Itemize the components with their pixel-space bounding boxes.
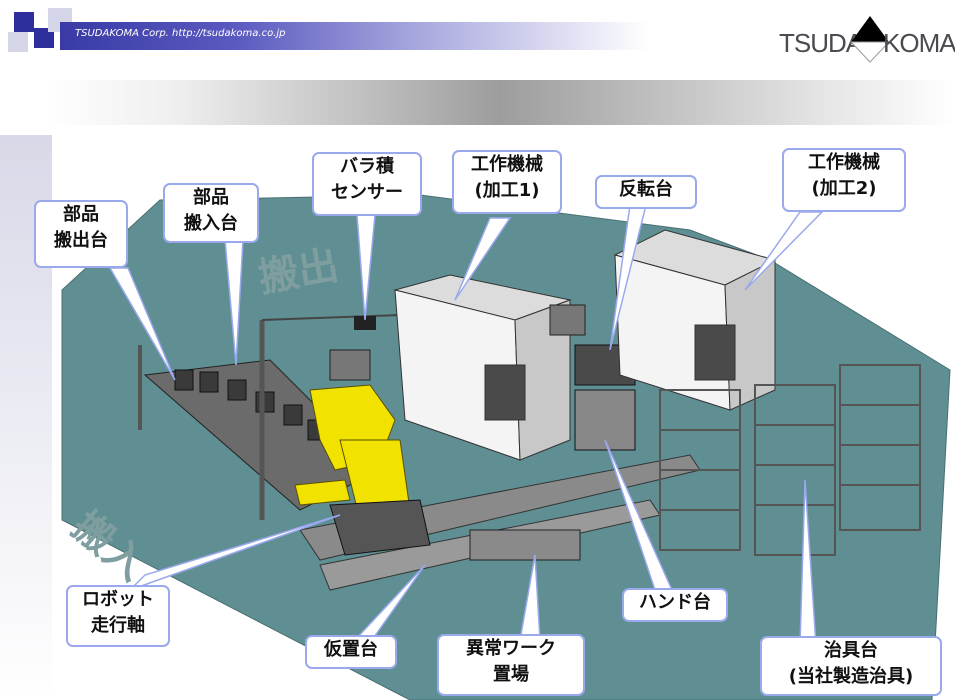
tsudakoma-logo: TSUDA KOMA (779, 8, 955, 66)
callout-machine-1: 工作機械 (加工1) (452, 150, 562, 214)
callout-part-out-table: 部品 搬出台 (34, 200, 128, 268)
callout-part-in-table: 部品 搬入台 (163, 183, 259, 243)
callout-pointers (108, 204, 824, 646)
flip-table-shape (574, 344, 636, 451)
header: TSUDAKOMA Corp. http://tsudakoma.co.jp T… (0, 0, 955, 80)
robot-arm (294, 384, 411, 521)
header-square-4 (8, 32, 28, 52)
callout-jig-table: 治具台 (当社製造治具) (760, 636, 942, 696)
machine-2-shape (613, 229, 777, 411)
header-gradient-bar (60, 22, 650, 50)
header-square-2 (34, 28, 54, 48)
logo-text-right: KOMA (883, 28, 955, 58)
jig-racks (659, 364, 921, 556)
header-square-1 (14, 12, 34, 32)
callout-temp-table: 仮置台 (305, 635, 397, 669)
logo-text-left: TSUDA (779, 28, 863, 58)
chip-conveyor-1 (329, 349, 371, 381)
robot-base (329, 499, 431, 556)
callout-machine-2: 工作機械 (加工2) (782, 148, 906, 212)
sensor-arm (261, 314, 401, 321)
sensor-head (354, 316, 376, 330)
abnormal-work-tray (469, 529, 581, 561)
title-band (45, 80, 955, 125)
callout-robot-axis: ロボット 走行軸 (66, 585, 170, 647)
callout-bulk-sensor: バラ積 センサー (312, 152, 422, 216)
callout-abnormal-work-area: 異常ワーク 置場 (437, 634, 585, 696)
logo-triangle-icon (849, 16, 891, 63)
callout-hand-table: ハンド台 (622, 588, 728, 622)
machine-1-shape (393, 274, 572, 461)
callout-flip-table: 反転台 (595, 175, 697, 209)
header-company-text: TSUDAKOMA Corp. http://tsudakoma.co.jp (75, 28, 286, 39)
chip-conveyor-2 (549, 304, 586, 336)
